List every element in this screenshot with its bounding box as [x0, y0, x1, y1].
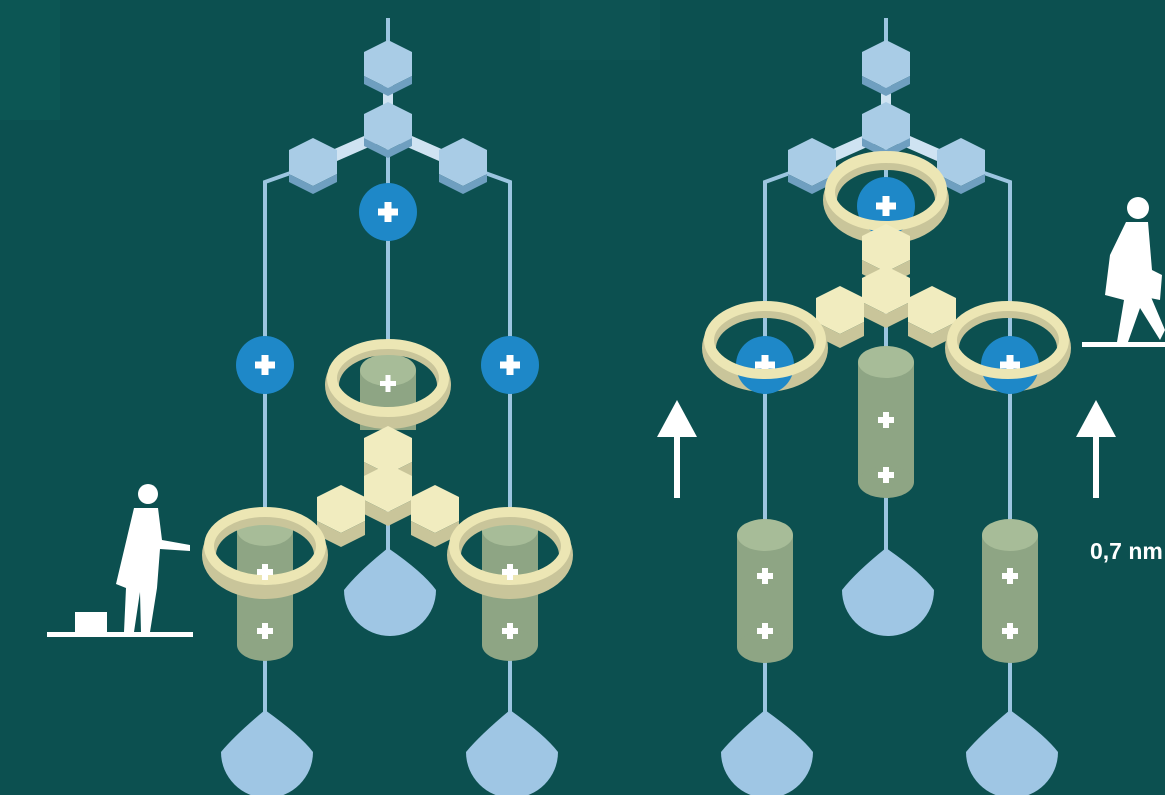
ring-left — [702, 301, 828, 394]
plus-icon — [359, 183, 417, 241]
hexagon-top — [364, 40, 412, 96]
right-cylinders — [737, 346, 1038, 663]
cylinder-right — [982, 519, 1038, 663]
hexagon-hub — [364, 102, 412, 158]
right-platform — [702, 151, 1071, 394]
left-charges — [236, 183, 539, 394]
plus-icon — [236, 336, 294, 394]
arrow-up-icon — [657, 400, 697, 498]
plus-icon — [981, 336, 1039, 394]
left-paddles — [221, 548, 558, 795]
left-hub — [289, 40, 487, 194]
paddle-center — [344, 548, 436, 636]
ring-left — [202, 507, 328, 661]
hexagon-triad — [816, 224, 956, 348]
paddle-right — [966, 710, 1058, 795]
ring-right — [447, 507, 573, 661]
plus-icon — [736, 336, 794, 394]
ring-right — [945, 301, 1071, 394]
arrow-up-icon — [1076, 400, 1116, 498]
displacement-label: 0,7 nm — [1090, 538, 1163, 564]
paddle-center — [842, 548, 934, 636]
right-paddles — [721, 548, 1058, 795]
paddle-right — [466, 710, 558, 795]
walking-man-icon — [1082, 197, 1165, 347]
left-elevator — [47, 18, 697, 795]
cylinder-center — [858, 346, 914, 498]
hexagon-triad — [317, 426, 459, 547]
hexagon-right — [439, 138, 487, 194]
hexagon-right — [937, 138, 985, 194]
hexagon-top — [862, 40, 910, 96]
paddle-left — [221, 710, 313, 795]
right-elevator: 0,7 nm — [702, 18, 1165, 795]
cylinder-left — [737, 519, 793, 663]
hexagon-hub — [862, 102, 910, 158]
hexagon-left — [289, 138, 337, 194]
paddle-left — [721, 710, 813, 795]
plus-icon — [481, 336, 539, 394]
ring-center — [325, 339, 451, 430]
standing-man-icon — [47, 484, 193, 637]
left-platform — [202, 339, 573, 661]
right-hub — [788, 40, 985, 194]
